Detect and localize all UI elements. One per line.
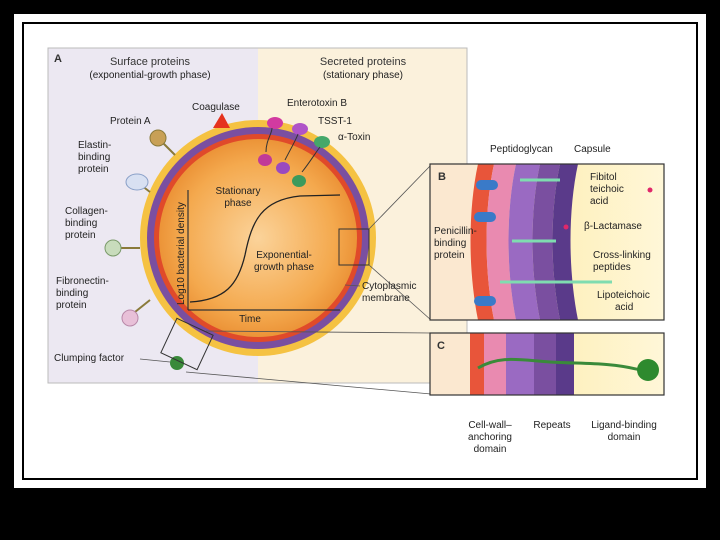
cytoplasmic-label-2: membrane <box>362 293 410 304</box>
penicillin-label-3: protein <box>434 250 465 261</box>
tsst1-label: TSST-1 <box>318 116 352 127</box>
panel-c-image <box>430 333 664 395</box>
panel-c-frame <box>429 332 665 396</box>
zoom-box-b <box>338 228 370 266</box>
collagen-label-3: protein <box>65 230 96 241</box>
secreted-title: Secreted proteins <box>320 56 407 68</box>
elastin-label-1: Elastin- <box>78 140 111 151</box>
anchoring-label-3: domain <box>474 444 507 455</box>
surface-title: Surface proteins <box>110 56 191 68</box>
anchoring-label-2: anchoring <box>468 432 512 443</box>
ligand-label-1: Ligand-binding <box>591 420 657 431</box>
alpha-toxin-icon <box>314 136 330 148</box>
stationary-phase-line2: phase <box>224 198 252 209</box>
capsule-label: Capsule <box>574 144 611 155</box>
surface-subtitle: (exponential-growth phase) <box>89 70 210 81</box>
lactamase-label: β-Lactamase <box>584 221 642 232</box>
exponential-phase-line2: growth phase <box>254 262 314 273</box>
anchoring-label-1: Cell-wall– <box>468 420 512 431</box>
collagen-label-2: binding <box>65 218 97 229</box>
growth-curve <box>189 194 341 303</box>
coagulase-label: Coagulase <box>192 102 240 113</box>
fibitol-label-1: Fibitol <box>590 172 617 183</box>
coagulase-icon <box>213 113 230 128</box>
zoom-box-c <box>160 317 214 371</box>
exponential-phase-line1: Exponential- <box>256 250 312 261</box>
crosslinking-label-1: Cross-linking <box>593 250 651 261</box>
panel-b-letter: B <box>438 171 446 183</box>
panel-b-frame <box>429 163 665 321</box>
repeats-label: Repeats <box>533 420 570 431</box>
elastin-protein-icon <box>125 173 149 191</box>
fibronectin-protein-icon <box>121 309 139 327</box>
fibronectin-label-2: binding <box>56 288 88 299</box>
protein-a-label: Protein A <box>110 116 151 127</box>
ligand-label-2: domain <box>608 432 641 443</box>
tsst1-icon <box>292 123 308 135</box>
panel-a-letter: A <box>54 53 62 65</box>
clumping-factor-icon <box>170 356 184 370</box>
crosslinking-label-2: peptides <box>593 262 631 273</box>
collagen-label-1: Collagen- <box>65 206 108 217</box>
curve-xlabel: Time <box>239 314 261 325</box>
fibitol-label-3: acid <box>590 196 608 207</box>
elastin-label-3: protein <box>78 164 109 175</box>
collagen-protein-icon <box>104 239 122 257</box>
penicillin-label-2: binding <box>434 238 466 249</box>
secreted-subtitle: (stationary phase) <box>323 70 403 81</box>
enterotoxin-label: Enterotoxin B <box>287 98 347 109</box>
lipoteichoic-label-1: Lipoteichoic <box>597 290 650 301</box>
enterotoxin-icon <box>267 117 283 129</box>
penicillin-label-1: Penicillin- <box>434 226 477 237</box>
panel-c-letter: C <box>437 340 445 352</box>
lipoteichoic-label-2: acid <box>615 302 633 313</box>
slide-border <box>22 22 698 480</box>
protein-a-icon <box>149 129 167 147</box>
cell-cytoplasm <box>159 139 357 337</box>
panel-b-image <box>430 164 664 320</box>
fibronectin-label-3: protein <box>56 300 87 311</box>
fibronectin-label-1: Fibronectin- <box>56 276 109 287</box>
cytoplasmic-label-1: Cytoplasmic <box>362 281 416 292</box>
fibitol-label-2: teichoic <box>590 184 624 195</box>
peptidoglycan-label: Peptidoglycan <box>490 144 553 155</box>
stationary-phase-line1: Stationary <box>215 186 260 197</box>
curve-ylabel: Log10 bacterial density <box>176 202 187 305</box>
alpha-toxin-label: α-Toxin <box>338 132 370 143</box>
elastin-label-2: binding <box>78 152 110 163</box>
clumping-label: Clumping factor <box>54 353 125 364</box>
